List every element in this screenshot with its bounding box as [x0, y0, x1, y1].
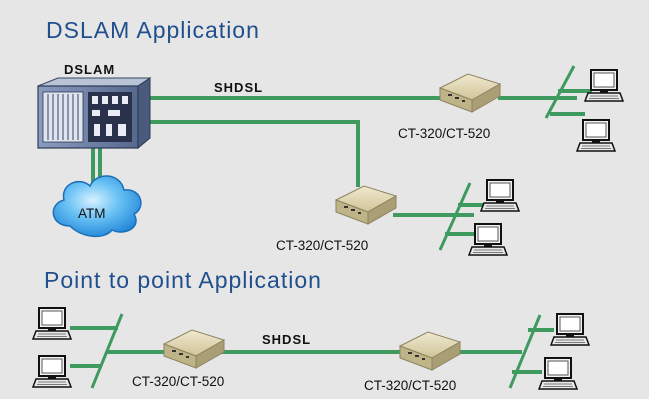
shdsl-label-top: SHDSL	[214, 80, 263, 95]
computer-icon	[32, 355, 72, 388]
computer-icon	[576, 119, 616, 152]
computer-icon	[32, 307, 72, 340]
computer-icon	[468, 223, 508, 256]
modem-label-bottom-right: CT-320/CT-520	[364, 378, 456, 393]
shdsl-label-bottom: SHDSL	[262, 332, 311, 347]
dslam-wires	[91, 65, 592, 251]
computer-icon	[480, 179, 520, 212]
computer-icon	[538, 357, 578, 390]
dslam-label: DSLAM	[64, 62, 115, 77]
atm-cloud-icon	[52, 175, 142, 238]
title-dslam-application: DSLAM Application	[46, 17, 260, 43]
modem-icon-bottom-left	[163, 329, 225, 369]
modem-icon-bottom-right	[399, 331, 461, 371]
p2p-wires	[70, 313, 554, 389]
atm-label: ATM	[78, 206, 106, 221]
modem-label-top-right: CT-320/CT-520	[398, 126, 490, 141]
modem-icon-middle	[335, 185, 397, 225]
modem-label-bottom-left: CT-320/CT-520	[132, 374, 224, 389]
title-point-to-point-application: Point to point Application	[44, 267, 322, 293]
dslam-rack-icon	[37, 77, 152, 150]
modem-label-middle: CT-320/CT-520	[276, 238, 368, 253]
computer-icon	[584, 69, 624, 102]
computer-icon	[550, 313, 590, 346]
modem-icon-top-right	[439, 73, 501, 113]
